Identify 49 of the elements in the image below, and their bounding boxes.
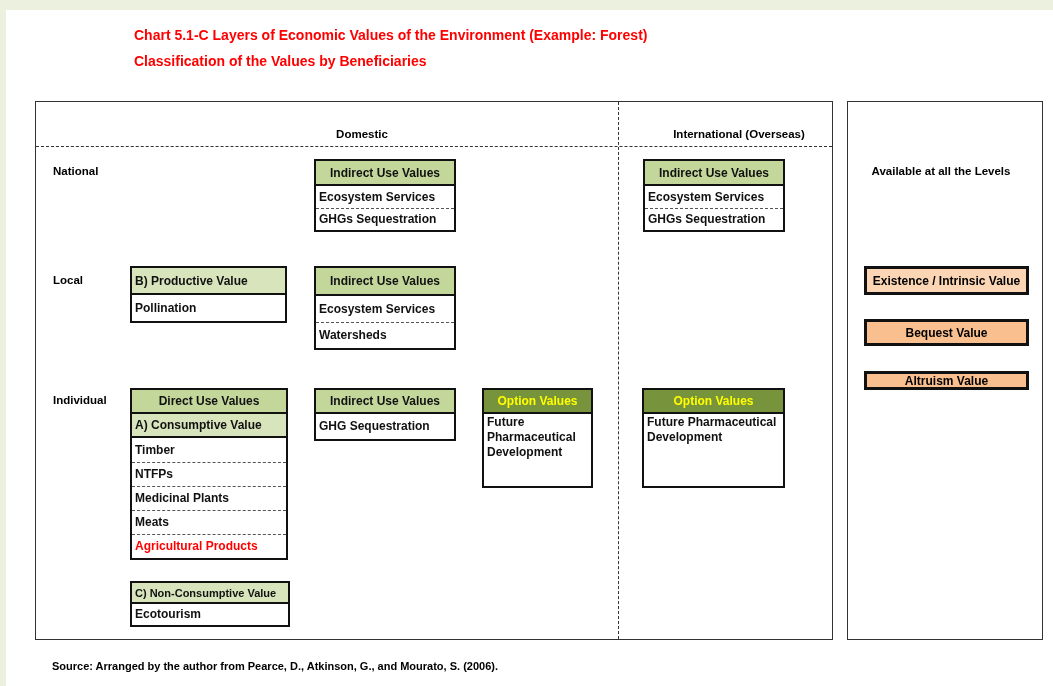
table-row: GHGs Sequestration xyxy=(316,208,454,230)
table-row-text: Timber xyxy=(134,441,176,459)
row-heading: Local xyxy=(53,274,84,286)
table-row-text: Future Pharmaceutical Development xyxy=(646,414,778,446)
table-header: A) Consumptive Value xyxy=(132,414,286,438)
row-heading: Individual xyxy=(53,394,107,406)
value-table xyxy=(130,266,287,323)
value-table xyxy=(130,388,288,560)
table-header: Indirect Use Values xyxy=(316,161,454,186)
table-row-text: Ecotourism xyxy=(134,606,202,623)
table-row-text: GHG Sequestration xyxy=(318,418,431,435)
column-heading: International (Overseas) xyxy=(673,128,805,140)
table-row: GHGs Sequestration xyxy=(645,208,783,230)
value-table xyxy=(130,581,290,627)
table-header: C) Non-Consumptive Value xyxy=(132,583,288,604)
chart-title: Chart 5.1-C Layers of Economic Values of the Environment (Example: Forest) xyxy=(134,27,648,43)
value-table xyxy=(642,388,785,488)
value-box: Bequest Value xyxy=(864,319,1029,346)
table-header: Option Values xyxy=(484,390,591,414)
table-row: Agricultural Products xyxy=(132,534,286,558)
row-heading: National xyxy=(53,165,99,177)
table-row-text: Ecosystem Services xyxy=(318,188,437,206)
table-header: Direct Use Values xyxy=(132,390,286,414)
source-note: Source: Arranged by the author from Pearce, D., Atkinson, G., and Mourato, S. (2006). xyxy=(52,660,498,672)
column-heading: Domestic xyxy=(336,128,388,140)
panel-frame xyxy=(35,101,833,640)
table-row: NTFPs xyxy=(132,462,286,486)
table-header: Option Values xyxy=(644,390,783,414)
panel-frame xyxy=(847,101,1043,640)
table-row-text: Pollination xyxy=(134,299,198,317)
value-table xyxy=(482,388,593,488)
value-box: Existence / Intrinsic Value xyxy=(864,266,1029,295)
table-header: Indirect Use Values xyxy=(316,268,454,296)
value-table xyxy=(314,159,456,232)
chart-subtitle: Classification of the Values by Beneficiaries xyxy=(134,53,427,69)
value-table xyxy=(314,388,456,441)
table-header: B) Productive Value xyxy=(132,268,285,295)
value-box: Altruism Value xyxy=(864,371,1029,390)
table-header: Indirect Use Values xyxy=(645,161,783,186)
value-table xyxy=(314,266,456,350)
table-row-text: Ecosystem Services xyxy=(647,188,766,206)
table-row: Medicinal Plants xyxy=(132,486,286,510)
table-header: Indirect Use Values xyxy=(316,390,454,414)
table-row-text: Future Pharmaceutical Development xyxy=(486,414,577,461)
table-row: Meats xyxy=(132,510,286,534)
table-row-text: Ecosystem Services xyxy=(318,300,437,318)
value-table xyxy=(643,159,785,232)
table-row: Watersheds xyxy=(316,322,454,348)
column-heading: Available at all the Levels xyxy=(871,165,1011,177)
